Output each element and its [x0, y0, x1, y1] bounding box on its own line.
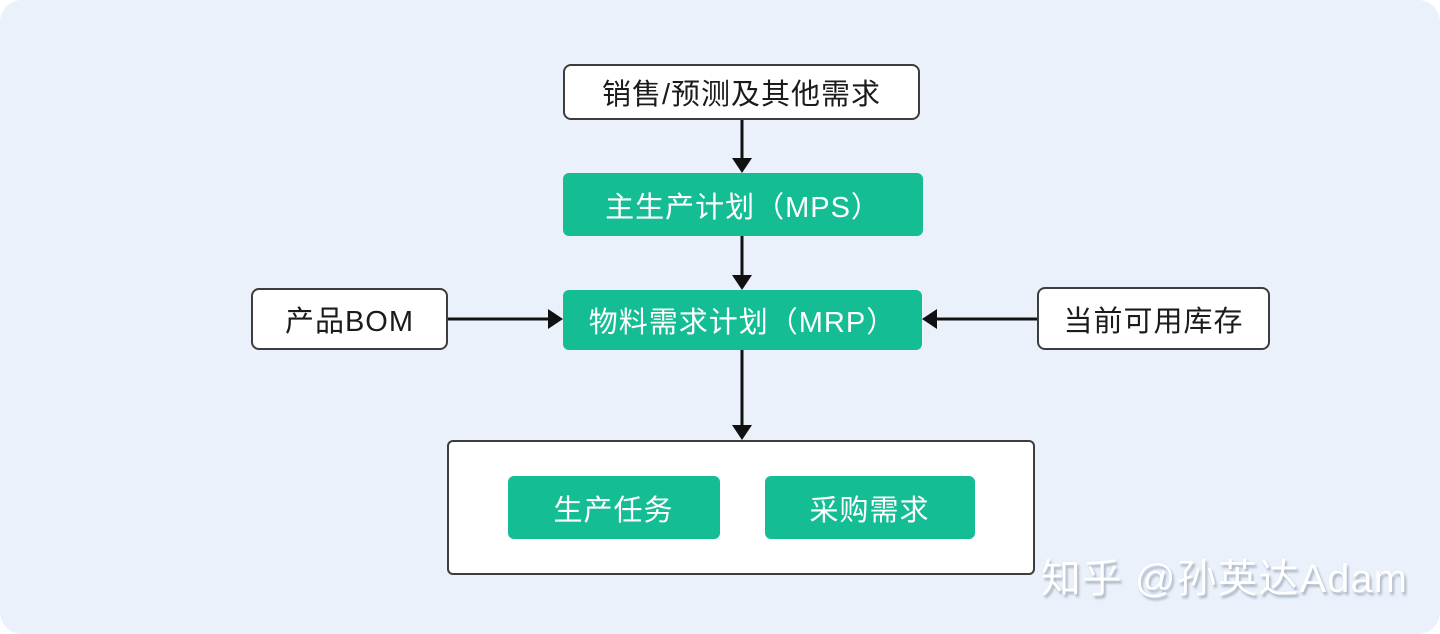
- arrow-shaft: [448, 317, 550, 321]
- node-label: 采购需求: [809, 494, 930, 527]
- arrow-mps-to-mrp: [732, 236, 752, 290]
- arrow-head-down-icon: [732, 158, 752, 173]
- node-label: 物料需求计划（MRP）: [588, 307, 897, 339]
- node-label: 当前可用库存: [1063, 305, 1244, 338]
- node-purchase-demand: 采购需求: [764, 476, 975, 539]
- arrow-shaft: [740, 120, 744, 161]
- arrow-head-down-icon: [732, 425, 752, 440]
- node-master-production-schedule: 主生产计划（MPS）: [563, 173, 923, 236]
- arrow-head-down-icon: [732, 275, 752, 290]
- zhihu-watermark: 知乎 @孙英达Adam: [1040, 557, 1408, 601]
- node-label: 销售/预测及其他需求: [601, 79, 882, 111]
- node-product-bom: 产品BOM: [251, 288, 448, 350]
- group-outputs-container: 生产任务 采购需求: [447, 440, 1035, 575]
- arrow-shaft: [740, 236, 744, 278]
- arrow-shaft: [740, 350, 744, 428]
- arrow-bom-to-mrp: [448, 308, 563, 330]
- node-production-task: 生产任务: [507, 476, 720, 539]
- node-material-requirements-planning: 物料需求计划（MRP）: [563, 290, 922, 350]
- node-label: 产品BOM: [284, 306, 415, 338]
- node-label: 主生产计划（MPS）: [605, 191, 881, 224]
- arrow-demand-to-mps: [732, 120, 752, 173]
- arrow-mrp-to-outputs: [732, 350, 752, 440]
- arrow-shaft: [935, 317, 1037, 321]
- arrow-head-left-icon: [922, 309, 937, 329]
- node-sales-forecast-demand: 销售/预测及其他需求: [563, 64, 920, 120]
- node-current-available-inventory: 当前可用库存: [1037, 287, 1270, 350]
- node-label: 生产任务: [553, 494, 674, 527]
- arrow-inventory-to-mrp: [922, 308, 1037, 330]
- arrow-head-right-icon: [548, 309, 563, 329]
